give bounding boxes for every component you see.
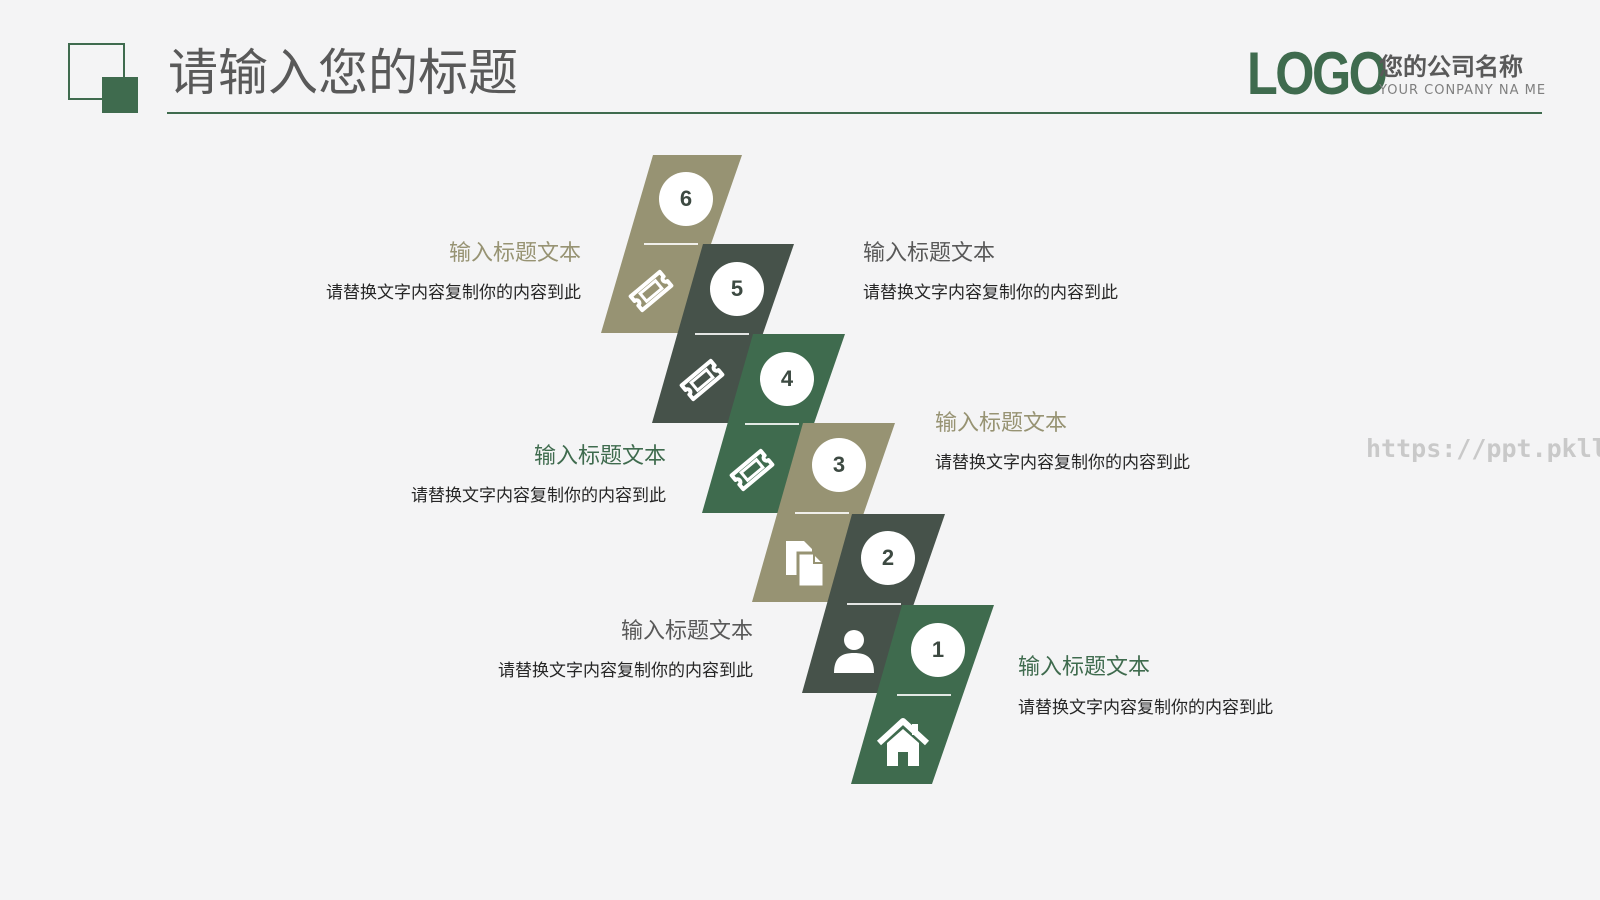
- watermark-url: https://ppt.pkll.de: [1366, 434, 1600, 463]
- step-2-title[interactable]: 输入标题文本: [620, 619, 753, 644]
- title-decoration-filled-square: [102, 77, 138, 113]
- step-2-body[interactable]: 请替换文字内容复制你的内容到此: [498, 661, 753, 681]
- logo: LOGO: [1247, 40, 1388, 107]
- step-1-number: 1: [911, 623, 965, 677]
- title-underline: [167, 112, 1542, 114]
- company-name-english: YOUR CONPANY NA ME: [1379, 83, 1547, 98]
- step-4-divider: [745, 423, 799, 425]
- step-4-ticket-icon: [729, 448, 775, 492]
- step-6-divider: [644, 243, 698, 245]
- step-5-title[interactable]: 输入标题文本: [863, 241, 996, 266]
- step-6-body[interactable]: 请替换文字内容复制你的内容到此: [326, 283, 581, 303]
- step-4-body[interactable]: 请替换文字内容复制你的内容到此: [411, 486, 666, 506]
- step-1-home-icon: [876, 718, 930, 766]
- company-name: 您的公司名称: [1379, 53, 1523, 81]
- step-6-title[interactable]: 输入标题文本: [448, 241, 581, 266]
- step-3-title[interactable]: 输入标题文本: [935, 411, 1068, 436]
- step-3-body[interactable]: 请替换文字内容复制你的内容到此: [935, 453, 1190, 473]
- step-2-user-icon: [834, 630, 874, 673]
- step-1-title[interactable]: 输入标题文本: [1018, 655, 1151, 680]
- step-3-document-copy-icon: [786, 541, 826, 589]
- step-3-number: 3: [812, 438, 866, 492]
- step-5-body[interactable]: 请替换文字内容复制你的内容到此: [863, 283, 1118, 303]
- step-5-ticket-icon: [679, 358, 725, 402]
- step-1-divider: [897, 694, 951, 696]
- step-2-divider: [847, 603, 901, 605]
- step-1-body[interactable]: 请替换文字内容复制你的内容到此: [1018, 698, 1273, 718]
- step-3-divider: [795, 512, 849, 514]
- step-5-divider: [695, 333, 749, 335]
- step-2-number: 2: [861, 531, 915, 585]
- step-4-number: 4: [760, 352, 814, 406]
- step-6-number: 6: [659, 172, 713, 226]
- step-5-number: 5: [710, 262, 764, 316]
- title-decoration-outline-square: [68, 43, 125, 100]
- slide-title[interactable]: 请输入您的标题: [168, 44, 518, 102]
- step-4-title[interactable]: 输入标题文本: [533, 444, 666, 469]
- step-6-ticket-icon: [628, 269, 674, 313]
